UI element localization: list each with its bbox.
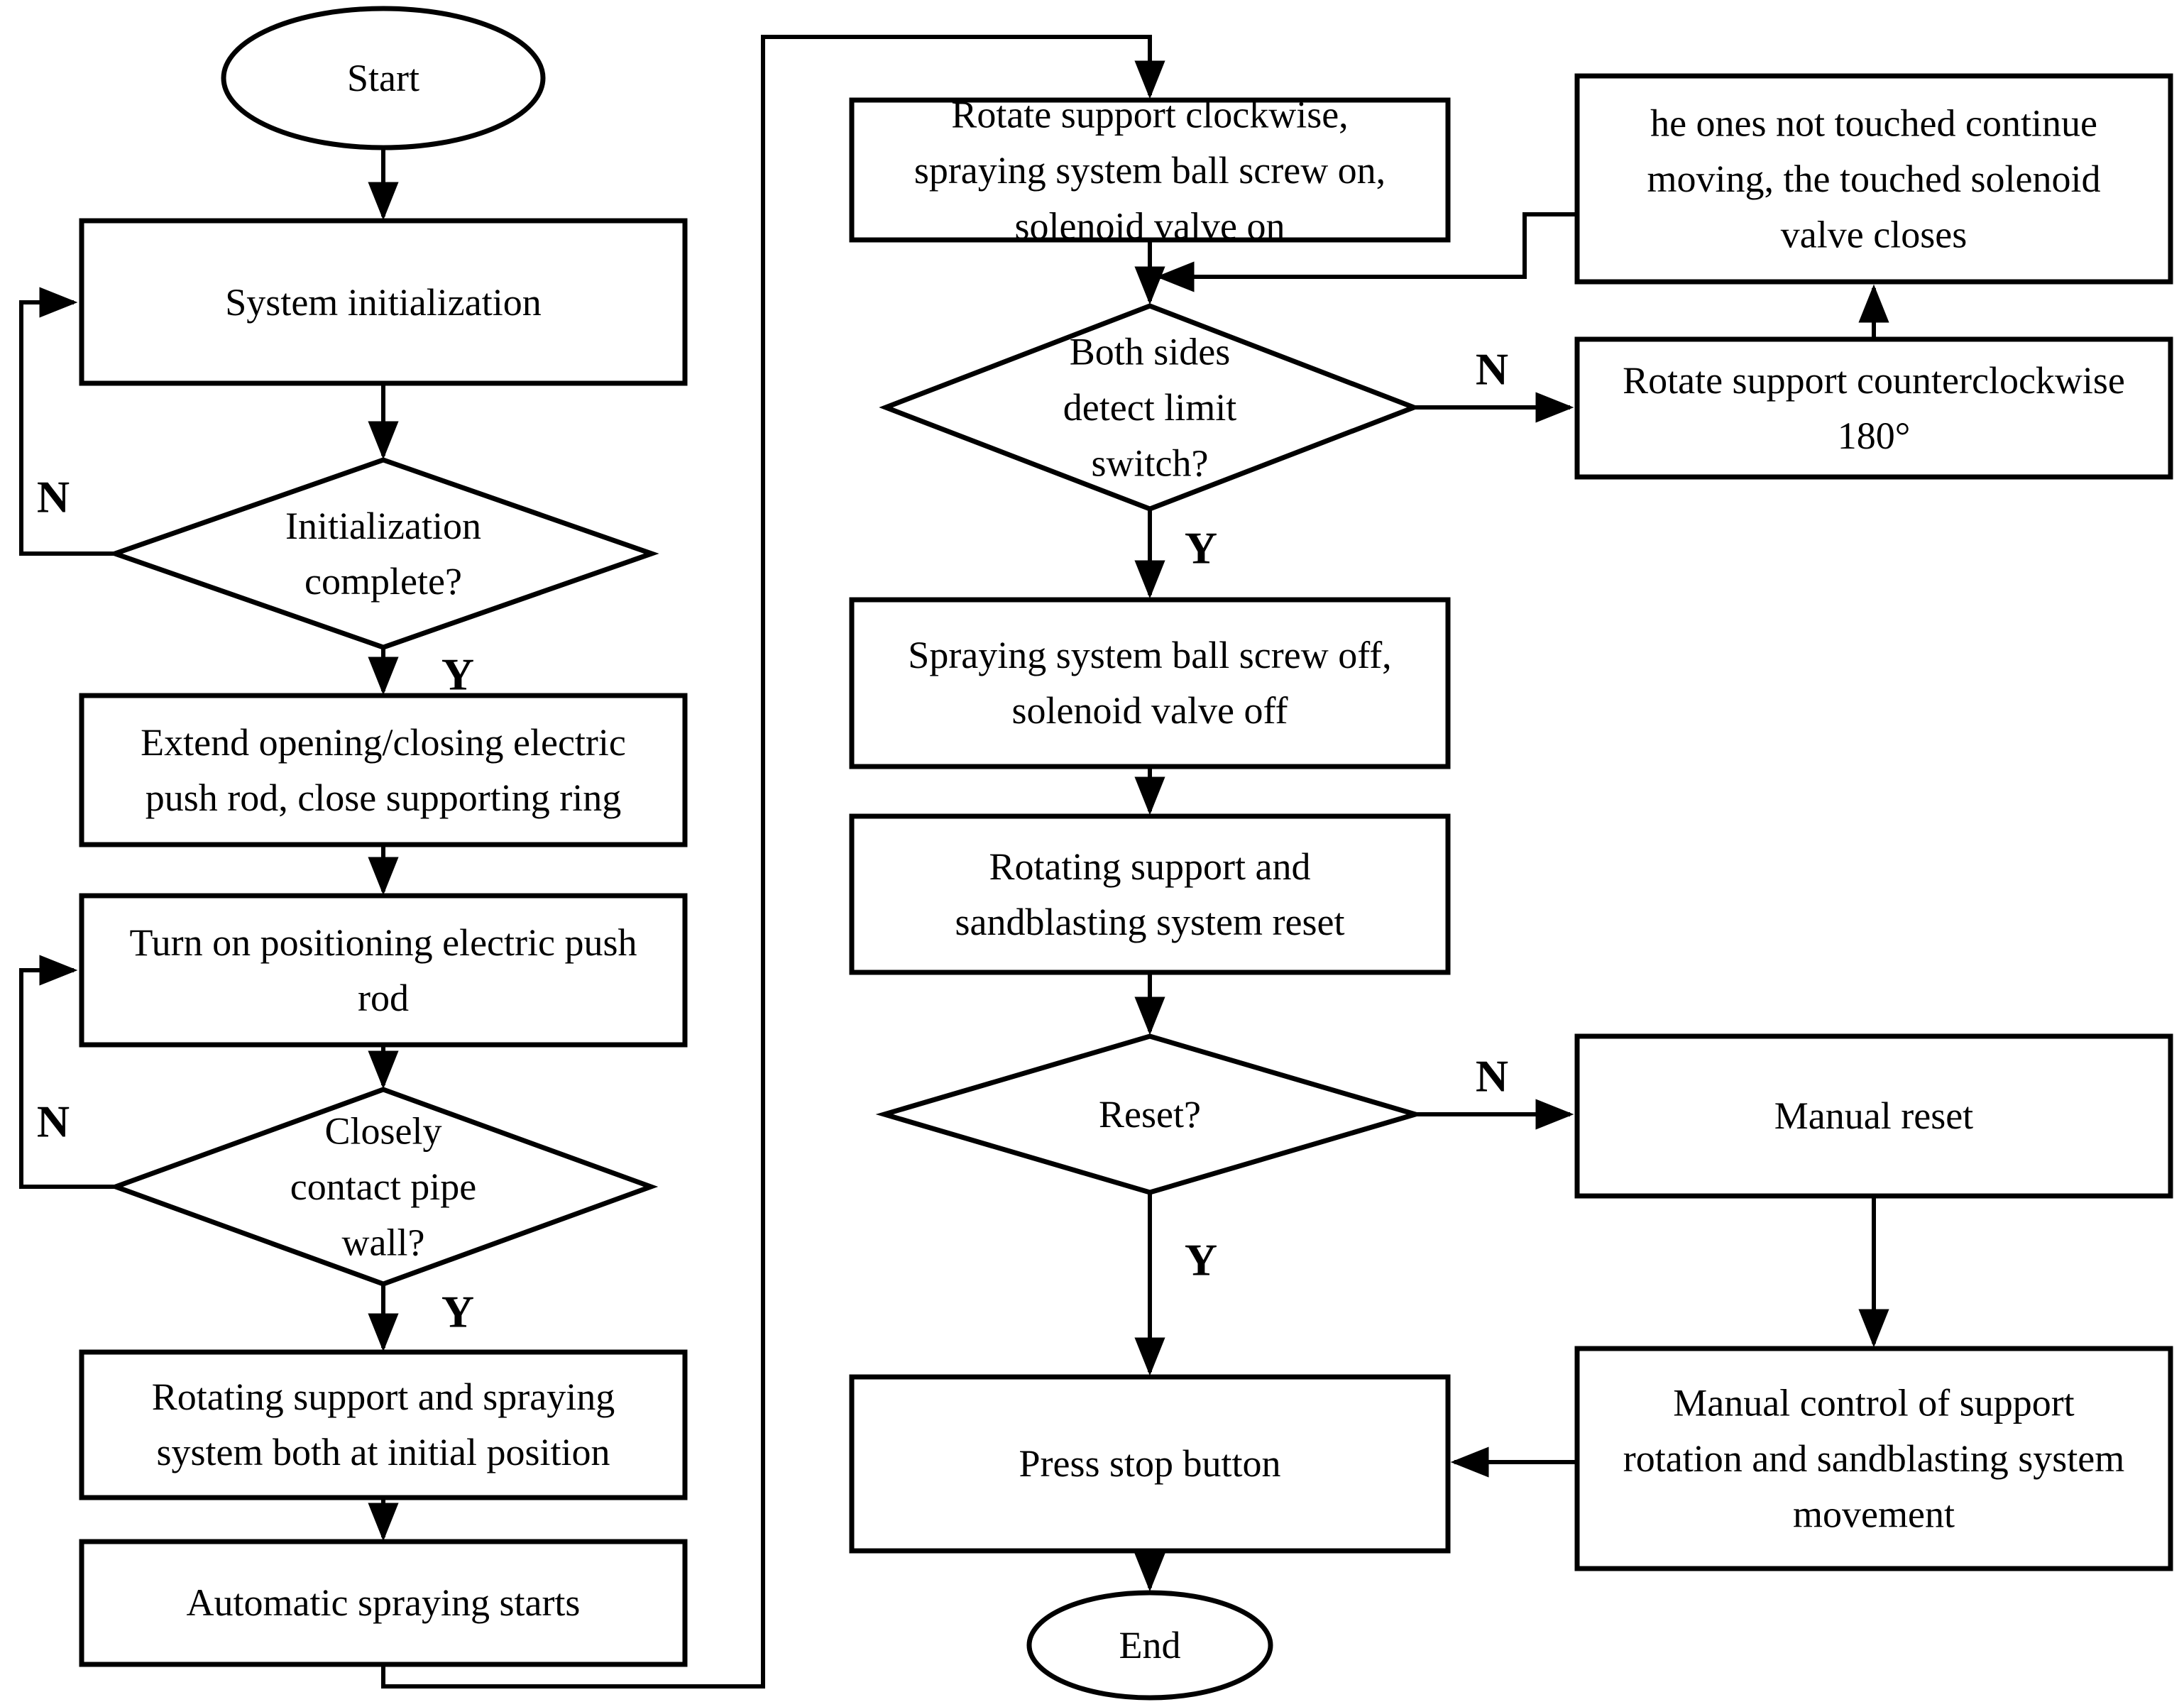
press-stop-label: Press stop button: [1019, 1442, 1280, 1485]
edge-automatic-spraying-to-rotate-clockwise: [381, 35, 1165, 1689]
closely-contact-diamond: [108, 1087, 659, 1287]
node-automatic-spraying: Automatic spraying starts: [79, 1539, 688, 1667]
node-start: Start: [221, 6, 546, 150]
reset-diamond: [875, 1033, 1425, 1195]
press-stop-box: [849, 1374, 1451, 1554]
nodes: Start System initialization Initializati…: [79, 6, 2173, 1701]
node-rotate-clockwise: Rotate support clockwise,spraying system…: [849, 94, 1451, 248]
label-reset-no: N: [1476, 1051, 1508, 1102]
node-manual-reset: Manual reset: [1574, 1033, 2173, 1199]
system-initialization-label: System initialization: [225, 281, 541, 324]
end-ellipse: [1026, 1590, 1273, 1701]
edge-initialization-no-loop: [19, 287, 115, 556]
automatic-spraying-box: [79, 1539, 688, 1667]
node-system-initialization: System initialization: [79, 218, 688, 386]
rotating-reset-box: [849, 813, 1451, 975]
rotating-initial-box: [79, 1349, 688, 1500]
system-initialization-box: [79, 218, 688, 386]
node-spray-system-off: Spraying system ball screw off,solenoid …: [849, 597, 1451, 769]
extend-push-rod-box: [79, 693, 688, 847]
manual-control-box: [1574, 1346, 2173, 1571]
start-label: Start: [347, 57, 419, 99]
automatic-spraying-label: Automatic spraying starts: [187, 1581, 581, 1624]
spray-system-off-box: [849, 597, 1451, 769]
reset-label: Reset?: [1099, 1093, 1201, 1136]
both-sides-diamond: [879, 303, 1421, 512]
end-label: End: [1119, 1624, 1181, 1667]
manual-reset-label: Manual reset: [1774, 1094, 1973, 1137]
label-limit-yes: Y: [1185, 523, 1217, 573]
rotate-counterclockwise-box: [1574, 336, 2173, 480]
label-contact-yes: Y: [441, 1287, 474, 1337]
label-limit-no: N: [1476, 344, 1508, 395]
edge-contact-no-loop: [19, 955, 116, 1189]
label-contact-no: N: [37, 1097, 70, 1147]
node-end: End: [1026, 1590, 1273, 1701]
spray-system-off-label: Spraying system ball screw off,solenoid …: [908, 634, 1391, 732]
initialization-complete-diamond: [107, 457, 659, 650]
label-initialization-no: N: [37, 472, 70, 522]
node-reset: Reset?: [875, 1033, 1425, 1195]
label-reset-yes: Y: [1185, 1235, 1217, 1285]
edge-labels: N Y N Y N Y N Y: [37, 344, 1508, 1337]
rotate-clockwise-box: [849, 97, 1451, 243]
rotate-clockwise-label: Rotate support clockwise,spraying system…: [914, 94, 1385, 248]
ones-not-touched-box: [1574, 73, 2173, 285]
edge-not-touched-to-junction: [1156, 212, 1577, 292]
edges: [19, 35, 1889, 1689]
start-ellipse: [221, 6, 546, 150]
turn-on-push-rod-box: [79, 893, 688, 1048]
label-initialization-yes: Y: [441, 649, 474, 700]
manual-reset-box: [1574, 1033, 2173, 1199]
node-press-stop: Press stop button: [849, 1374, 1451, 1554]
